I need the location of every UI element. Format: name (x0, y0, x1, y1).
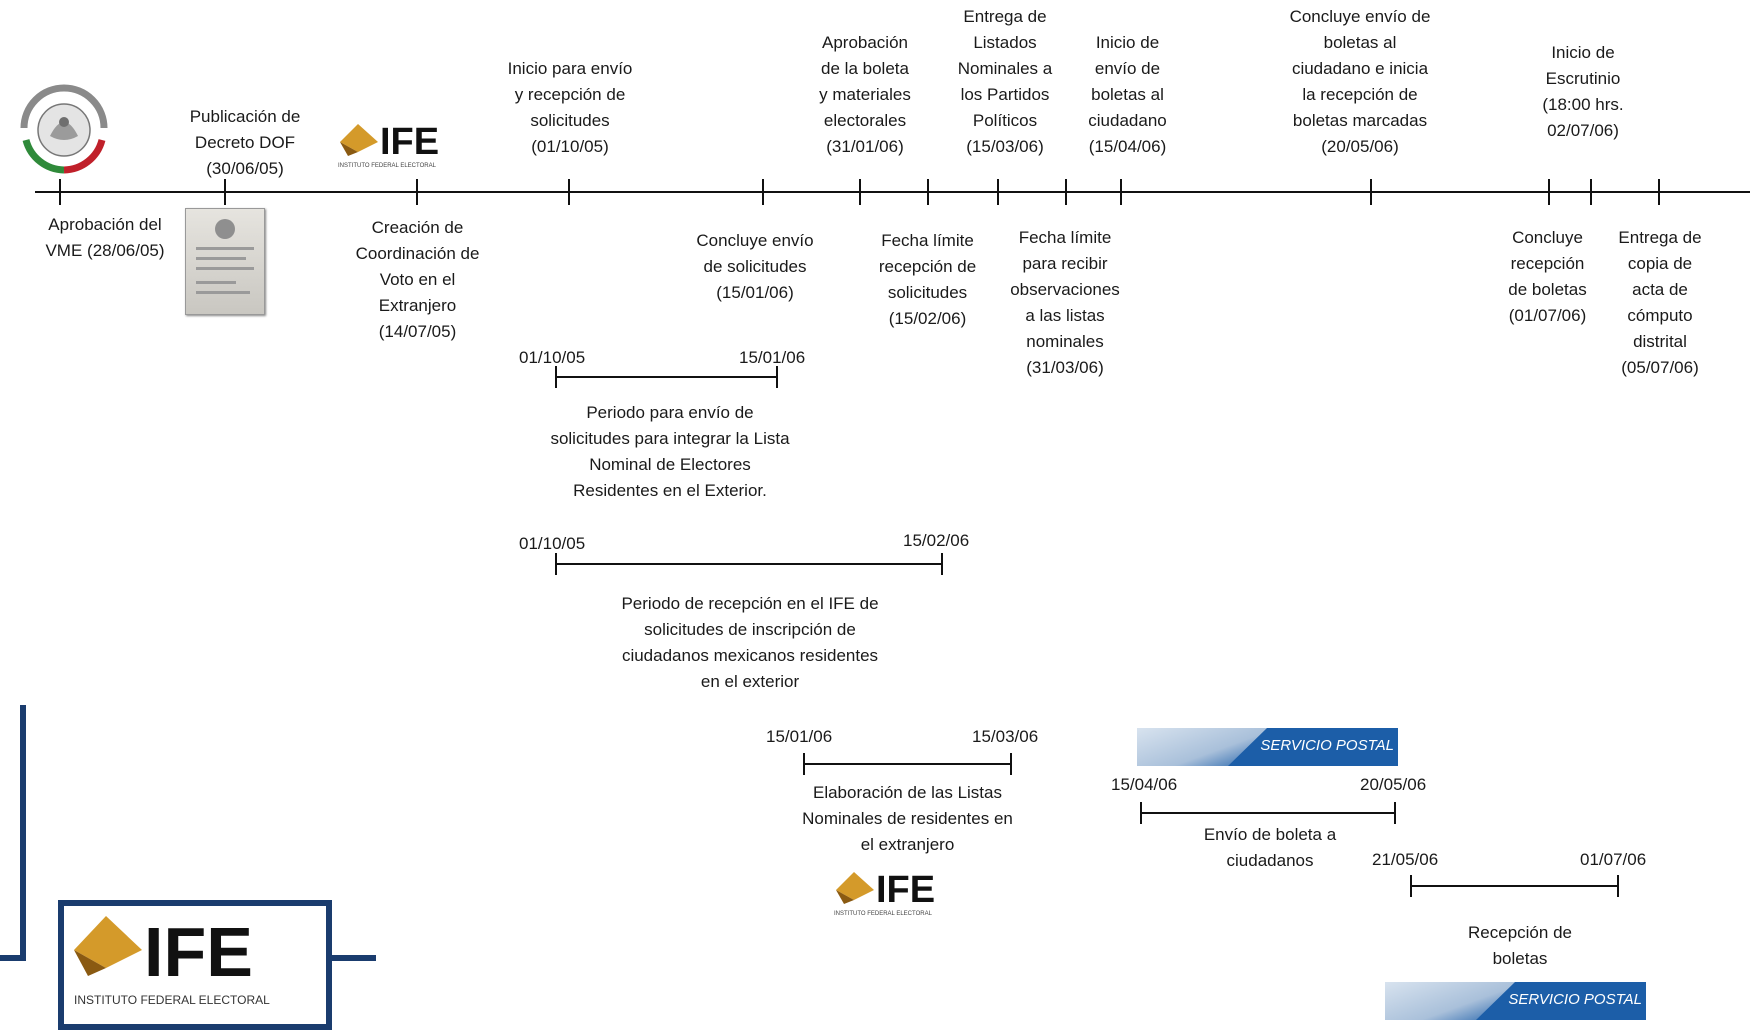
period-end-date: 15/01/06 (739, 348, 806, 367)
ife-logo-middle: IFE INSTITUTO FEDERAL ELECTORAL (832, 868, 982, 918)
period-bar-cap (1394, 802, 1396, 824)
ife-subtitle: INSTITUTO FEDERAL ELECTORAL (74, 993, 270, 1007)
period-bar-cap (776, 366, 778, 388)
ife-word: IFE (876, 869, 935, 911)
milestone-entrega-listados: Entrega de Listados Nominales a los Part… (957, 7, 1053, 156)
milestone-aprobacion-boleta: Aprobación de la boleta y materiales ele… (819, 33, 911, 156)
senate-seal-icon (12, 78, 116, 178)
ife-subtitle: INSTITUTO FEDERAL ELECTORAL (834, 911, 933, 917)
timeline-tick (1658, 179, 1660, 205)
milestone-inicio-envio-boletas: Inicio de envío de boletas al ciudadano … (1088, 33, 1167, 156)
period-bar (804, 763, 1012, 765)
period-start-date: 15/01/06 (766, 727, 833, 746)
postal-text: SERVICIO POSTAL (1508, 991, 1642, 1008)
milestone-aprobacion-vme: Aprobación del VME (28/06/05) (45, 215, 165, 260)
milestone-inicio-envio: Inicio para envío y recepción de solicit… (507, 59, 633, 156)
period-start-date: 01/10/05 (519, 534, 586, 553)
period-start-date: 15/04/06 (1111, 775, 1178, 794)
timeline-tick (859, 179, 861, 205)
postal-wing-icon (1385, 982, 1515, 1020)
timeline-tick (762, 179, 764, 205)
milestone-creacion-coordinacion: Creación de Coordinación de Voto en el E… (355, 218, 480, 341)
ife-logo-framed: IFE INSTITUTO FEDERAL ELECTORAL (58, 900, 332, 1030)
period-end-date: 15/02/06 (903, 531, 970, 550)
milestone-inicio-escrutinio: Inicio de Escrutinio (18:00 hrs. 02/07/0… (1542, 43, 1624, 140)
milestone-entrega-acta: Entrega de copia de acta de cómputo dist… (1618, 228, 1702, 377)
timeline-tick (416, 179, 418, 205)
period-start-date: 21/05/06 (1372, 850, 1439, 869)
milestone-publicacion-dof: Publicación de Decreto DOF (30/06/05) (189, 107, 301, 178)
timeline-tick (568, 179, 570, 205)
ife-word: IFE (380, 121, 439, 163)
milestone-concluye-recepcion: Concluye recepción de boletas (01/07/06) (1508, 228, 1587, 325)
period-end-date: 01/07/06 (1580, 850, 1647, 869)
timeline-tick (927, 179, 929, 205)
period-start-date: 01/10/05 (519, 348, 586, 367)
timeline-tick (1370, 179, 1372, 205)
ife-word: IFE (144, 913, 253, 991)
postal-wing-icon (1137, 728, 1267, 766)
period-description: Elaboración de las Listas Nominales de r… (802, 783, 1013, 854)
postal-text: SERVICIO POSTAL (1260, 737, 1394, 754)
period-bar (1141, 812, 1396, 814)
milestone-concluye-solicitudes: Concluye envío de solicitudes (15/01/06) (696, 231, 814, 302)
corner-frame (0, 705, 26, 961)
period-end-date: 15/03/06 (972, 727, 1039, 746)
timeline-tick (1590, 179, 1592, 205)
timeline-tick (1120, 179, 1122, 205)
period-description: Envío de boleta a ciudadanos (1203, 825, 1337, 870)
decree-document-icon (185, 208, 265, 315)
milestone-fecha-limite-observaciones: Fecha límite para recibir observaciones … (1010, 228, 1120, 377)
ife-subtitle: INSTITUTO FEDERAL ELECTORAL (338, 163, 437, 169)
period-description: Recepción de boletas (1468, 923, 1572, 968)
servicio-postal-logo: SERVICIO POSTAL (1137, 728, 1398, 766)
timeline-tick (1548, 179, 1550, 205)
period-description: Periodo para envío de solicitudes para i… (550, 403, 790, 500)
timeline-tick (1065, 179, 1067, 205)
period-end-date: 20/05/06 (1360, 775, 1427, 794)
timeline-tick (224, 179, 226, 205)
corner-frame-bar (320, 955, 376, 961)
period-bar (556, 563, 943, 565)
period-bar (556, 376, 778, 378)
servicio-postal-logo: SERVICIO POSTAL (1385, 982, 1646, 1020)
timeline-tick (997, 179, 999, 205)
period-bar-cap (941, 553, 943, 575)
period-bar-cap (1010, 753, 1012, 775)
timeline-tick (59, 179, 61, 205)
timeline-axis (35, 191, 1750, 193)
milestone-concluye-envio-boletas: Concluye envío de boletas al ciudadano e… (1289, 7, 1431, 156)
milestone-fecha-limite-recepcion: Fecha límite recepción de solicitudes (1… (878, 231, 977, 328)
ife-logo-top: IFE INSTITUTO FEDERAL ELECTORAL (336, 120, 486, 170)
period-bar-cap (1617, 875, 1619, 897)
period-description: Periodo de recepción en el IFE de solici… (621, 594, 879, 691)
period-bar (1411, 885, 1619, 887)
